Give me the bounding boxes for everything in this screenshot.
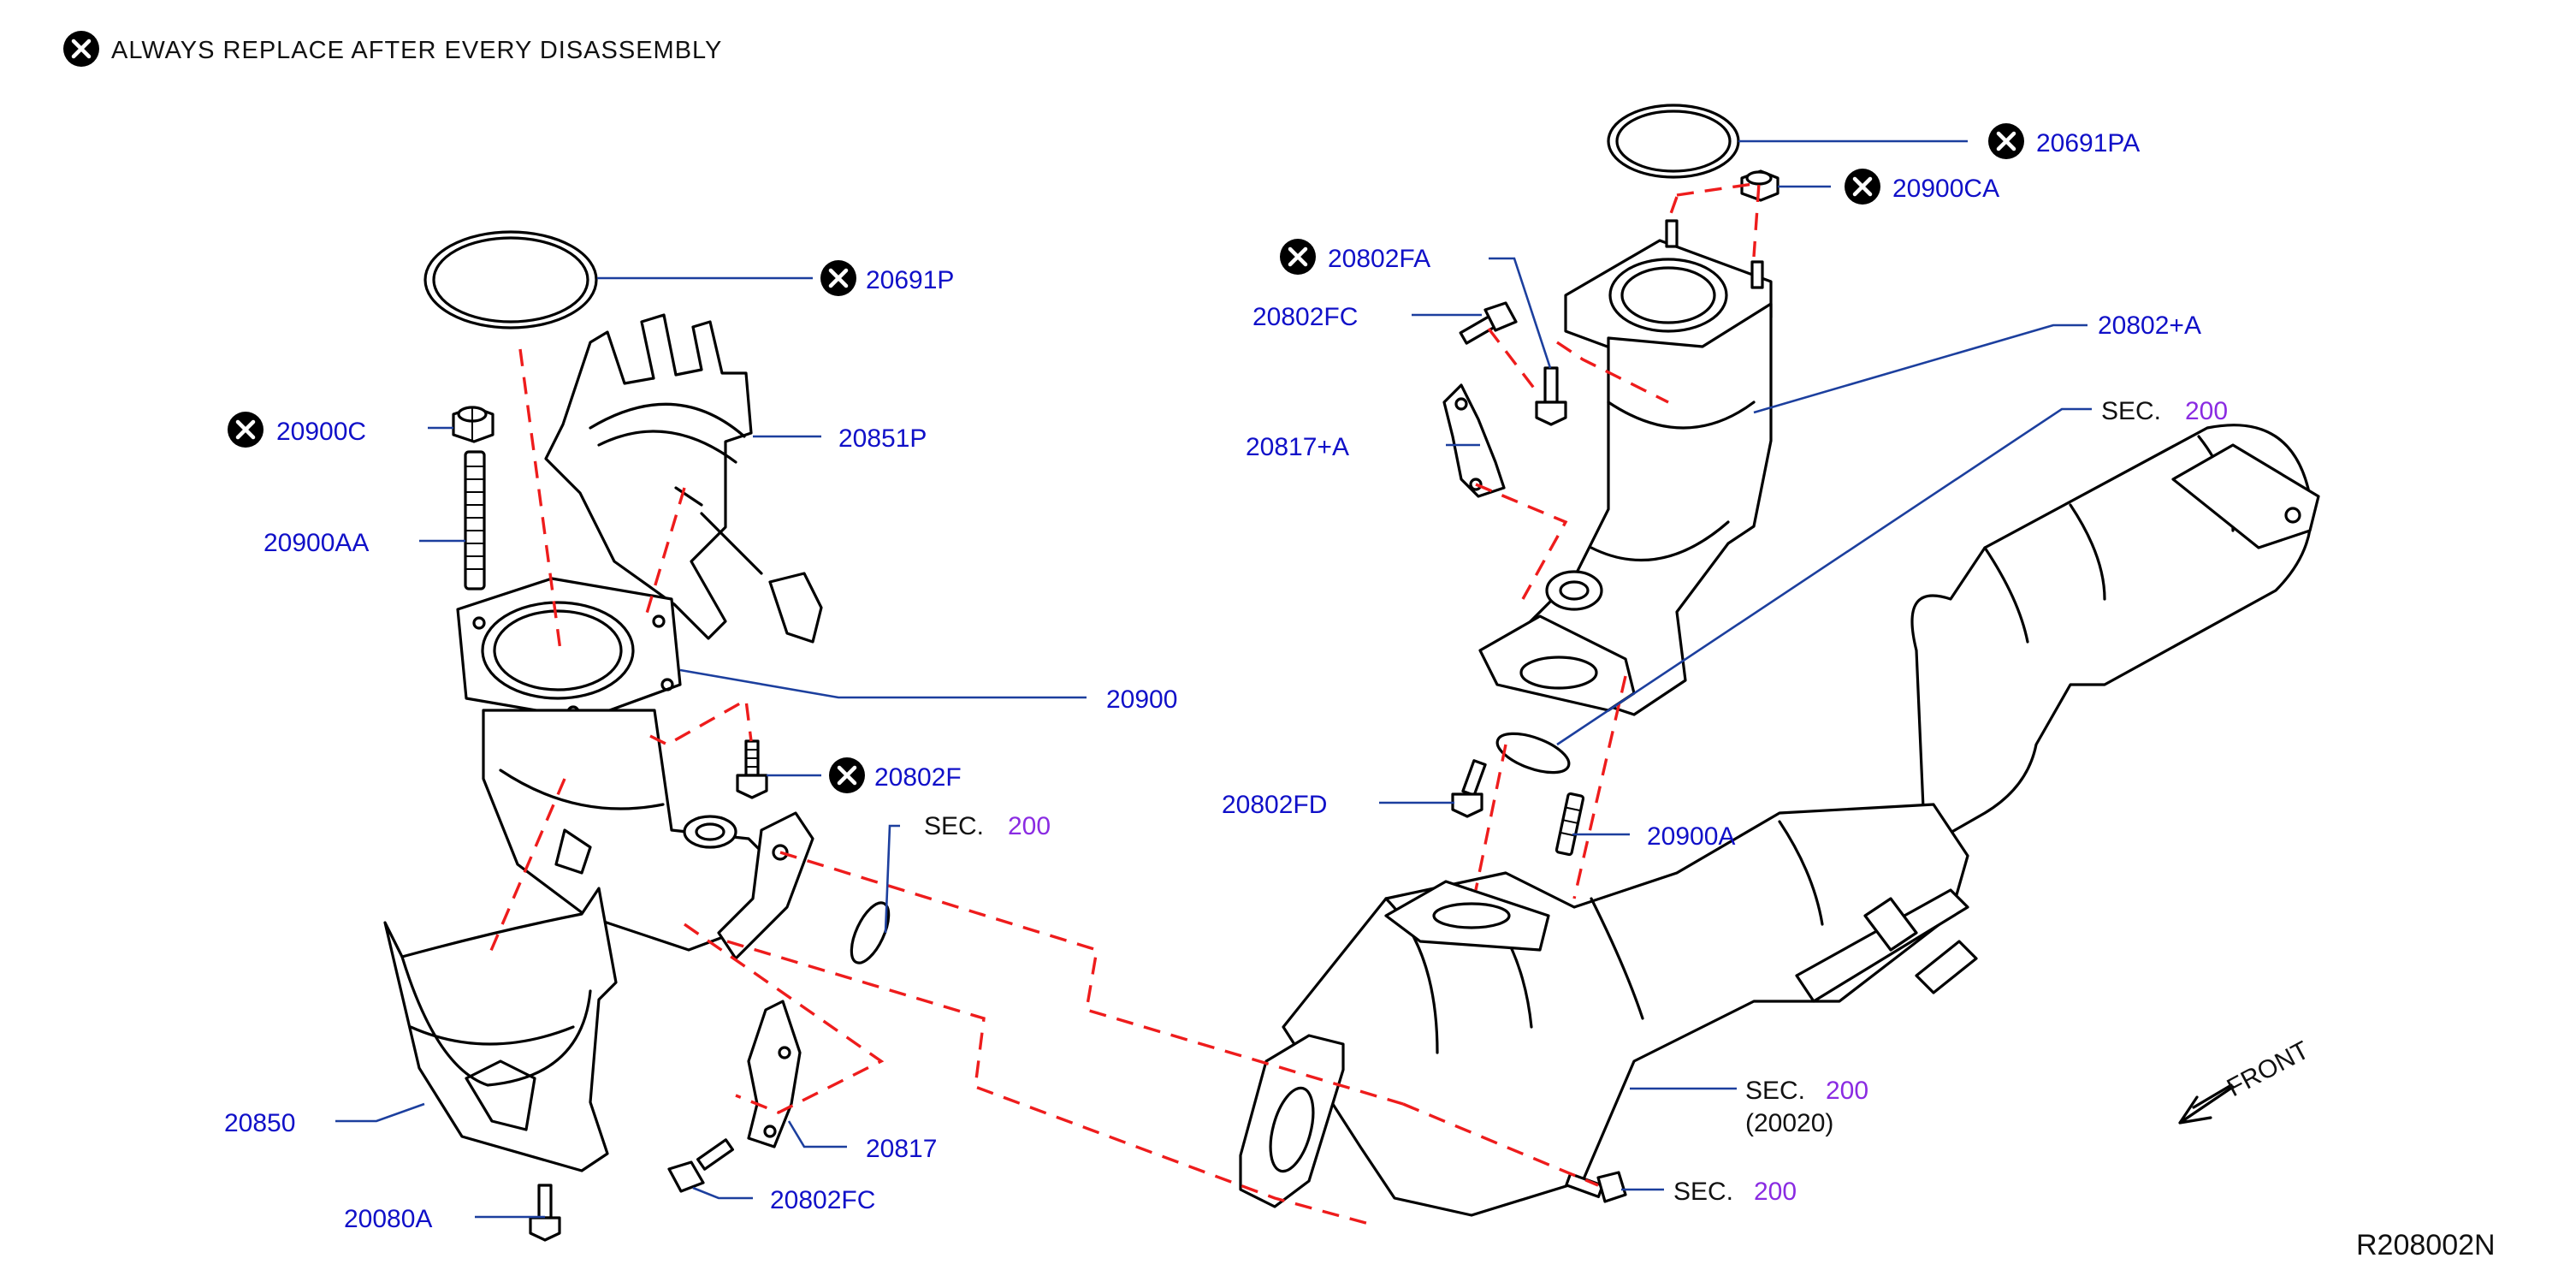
label-sec-bottom-number: 200 (1754, 1178, 1797, 1206)
label-20802fa: 20802FA (1328, 245, 1430, 273)
o-ring-left (850, 901, 891, 964)
heat-shield-lower-20850 (383, 887, 618, 1172)
label-20900aa: 20900AA (264, 529, 369, 557)
label-sec-bottom: SEC. (1673, 1178, 1733, 1206)
nut-20900c (452, 406, 494, 443)
front-direction-arrow (2178, 1083, 2235, 1125)
label-20900: 20900 (1106, 685, 1177, 714)
nut-20900ca (1740, 169, 1780, 202)
label-20080a: 20080A (344, 1205, 432, 1233)
assembly-guides (486, 181, 1761, 1225)
notice: ALWAYS REPLACE AFTER EVERY DISASSEMBLY (63, 31, 722, 67)
gasket-ring-left (423, 230, 598, 329)
label-sec-left: SEC. (924, 812, 984, 840)
bracket-20817 (747, 1000, 802, 1148)
heat-shield-upper-20851p (544, 313, 823, 644)
bolt-20802f (736, 739, 768, 799)
label-sec-top-right-number: 200 (2185, 397, 2228, 425)
x-circle-icon (829, 757, 865, 793)
notice-text: ALWAYS REPLACE AFTER EVERY DISASSEMBLY (111, 37, 722, 64)
label-20802a: 20802+A (2098, 312, 2201, 340)
x-circle-icon (1988, 123, 2024, 159)
label-front: FRONT (2223, 1036, 2314, 1103)
gasket-ring-right (1607, 104, 1740, 179)
label-20817: 20817 (866, 1135, 937, 1163)
label-20900ca: 20900CA (1892, 175, 1999, 203)
x-circle-icon (1280, 239, 1316, 275)
x-circle-icon (820, 260, 856, 296)
label-sec-left-number: 200 (1008, 812, 1051, 840)
bolt-sec-200-bottom (1565, 1171, 1627, 1203)
label-20802fc-left: 20802FC (770, 1186, 875, 1214)
label-20691p: 20691P (866, 266, 954, 294)
label-20900c: 20900C (276, 418, 366, 446)
label-20850: 20850 (224, 1109, 295, 1137)
x-circle-icon (228, 412, 264, 448)
catalytic-converter-right-20802a (1478, 219, 1773, 716)
stud-20900a (1554, 792, 1585, 857)
leader-lines (335, 139, 2092, 1219)
label-sec-center-number: 200 (1826, 1077, 1868, 1105)
label-20691pa: 20691PA (2036, 129, 2140, 157)
x-circle-icon (1845, 169, 1880, 205)
label-20851p: 20851P (838, 424, 927, 453)
diagram-reference-id: R208002N (2356, 1229, 2496, 1261)
label-20900a: 20900A (1647, 822, 1735, 851)
label-sec-top-right: SEC. (2101, 397, 2161, 425)
bolt-20802fc-left (667, 1138, 734, 1193)
label-20802fc-right: 20802FC (1252, 303, 1358, 331)
bracket-20817a (1442, 383, 1506, 498)
label-20802f: 20802F (874, 763, 962, 792)
o-ring-center (1495, 732, 1571, 774)
label-sec-center-sub: (20020) (1745, 1109, 1833, 1137)
bolt-20802fa (1535, 366, 1567, 426)
x-circle-icon (63, 31, 99, 67)
label-20817a: 20817+A (1246, 433, 1349, 461)
stud-20900aa (464, 450, 486, 590)
label-20802fd: 20802FD (1222, 791, 1327, 819)
labels: 20691P 20900C 20851P 20900AA 20900 20802… (224, 129, 2496, 1261)
label-sec-center: SEC. (1745, 1077, 1805, 1105)
front-exhaust-tube-assembly (1239, 424, 2320, 1217)
bolt-20802fc-right (1459, 301, 1518, 345)
bolt-20080a (529, 1184, 561, 1242)
catalytic-converter-left-20900 (456, 577, 814, 960)
bolt-20802fd (1451, 759, 1487, 818)
